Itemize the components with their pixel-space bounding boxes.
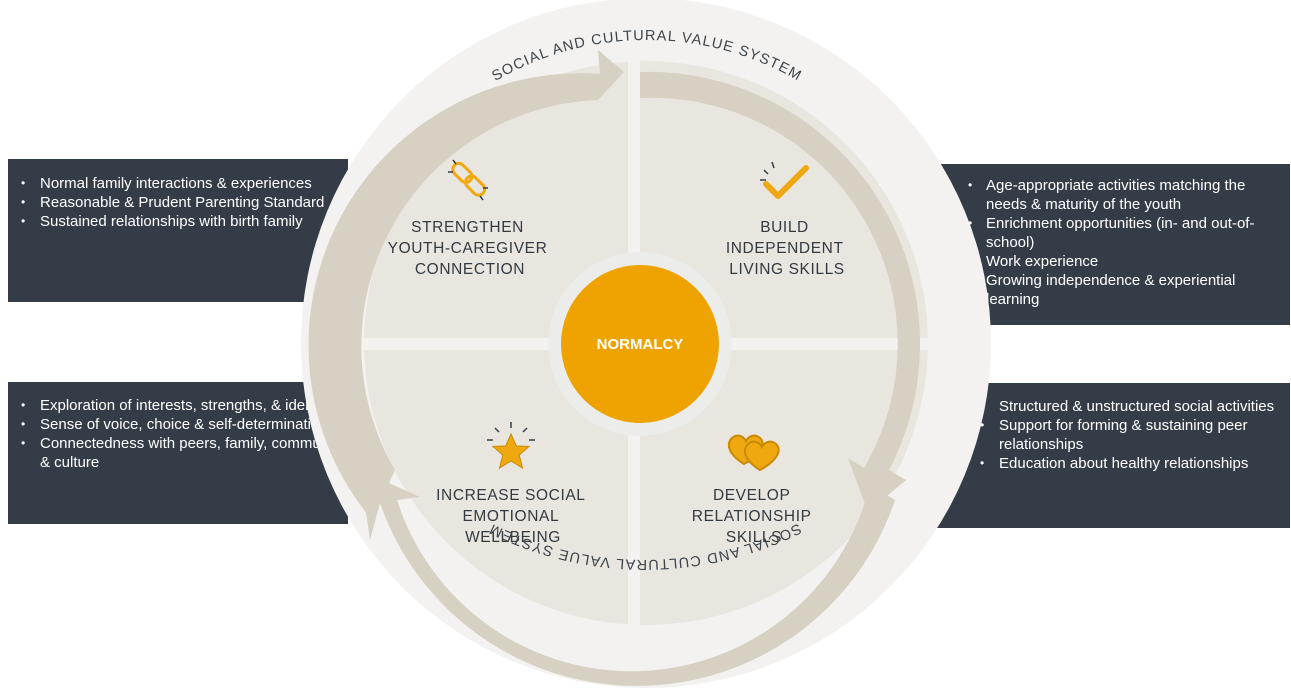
arrow-bottom	[360, 470, 895, 686]
quadrant-label-bottom-left: INCREASE SOCIAL EMOTIONAL WELLBEING	[436, 487, 590, 546]
panel-item: Education about healthy relationships	[920, 454, 1290, 473]
hearts-icon	[727, 434, 780, 472]
center-circle	[561, 265, 719, 423]
quadrant-label-top-right: BUILD INDEPENDENT LIVING SKILLS	[726, 219, 848, 278]
panel-item: Age-appropriate activities matching the …	[918, 176, 1290, 214]
checkmark-icon	[760, 161, 809, 199]
arrow-right	[640, 71, 921, 512]
panel-item: Support for forming & sustaining peer re…	[920, 416, 1290, 454]
star-icon	[487, 422, 535, 470]
panel-item: Exploration of interests, strengths, & i…	[8, 396, 348, 415]
panel-item: Reasonable & Prudent Parenting Standard	[8, 193, 348, 212]
chain-link-icon	[448, 159, 488, 201]
arrow-left	[308, 50, 624, 520]
cycle-arrows	[308, 50, 921, 686]
center-label: NORMALCY	[597, 336, 684, 353]
quadrant-label-top-left: STRENGTHEN YOUTH-CAREGIVER CONNECTION	[388, 219, 553, 278]
panel-item: Normal family interactions & experiences	[8, 174, 348, 193]
panel-bottom-left: Exploration of interests, strengths, & i…	[8, 382, 348, 524]
quadrant-label-bottom-right: DEVELOP RELATIONSHIP SKILLS	[692, 487, 816, 546]
panel-item: Sense of voice, choice & self-determinat…	[8, 415, 348, 434]
panel-item: Sustained relationships with birth famil…	[8, 212, 348, 231]
panel-item: Connectedness with peers, family, commun…	[8, 434, 348, 472]
panel-item: Enrichment opportunities (in- and out-of…	[918, 214, 1290, 252]
panel-top-left: Normal family interactions & experiences…	[8, 159, 348, 302]
